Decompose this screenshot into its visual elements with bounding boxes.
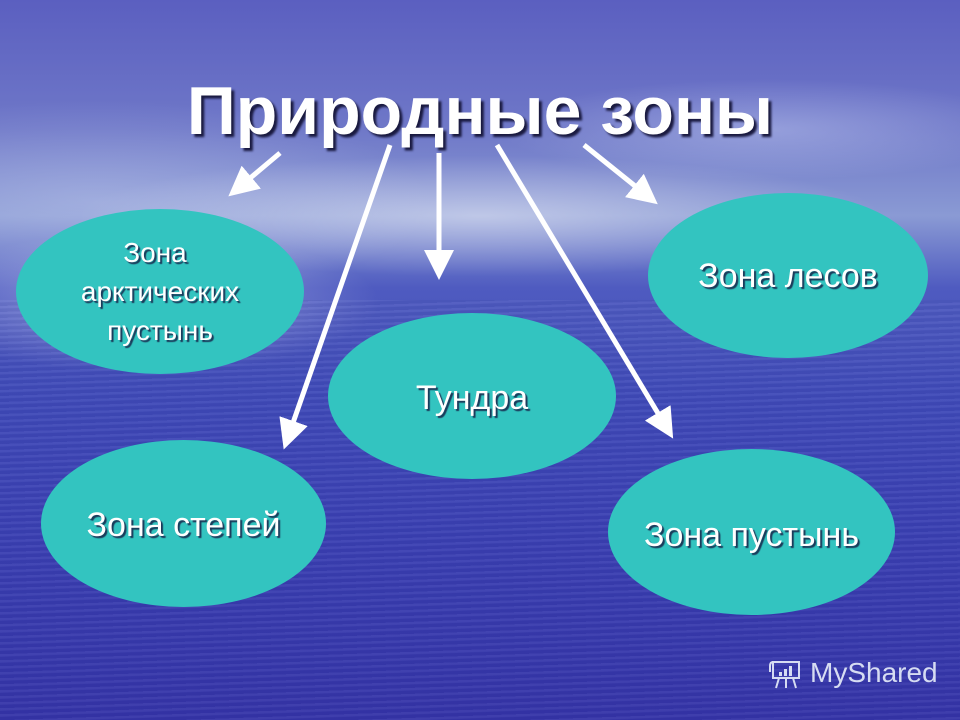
watermark-text: MyShared xyxy=(810,657,938,688)
presentation-board-icon xyxy=(769,661,800,689)
zone-arctic-line-3: пустынь xyxy=(107,315,213,347)
watermark: MyShared xyxy=(768,656,938,690)
zone-deserts-label: Зона пустынь xyxy=(643,515,860,554)
zone-tundra: Тундра xyxy=(328,313,616,479)
zone-tundra-label: Тундра xyxy=(415,379,529,417)
arrow-to-steppes xyxy=(279,144,393,450)
zone-deserts: Зона пустынь xyxy=(608,449,895,615)
zone-forests-label: Зона лесов xyxy=(698,257,878,295)
zone-steppes: Зона степей xyxy=(41,440,326,607)
zone-arctic-line-2: арктических xyxy=(80,275,240,307)
arrow-to-arctic xyxy=(228,151,282,197)
zone-steppes-label: Зона степей xyxy=(86,506,281,544)
zone-arctic-line-1: Зона xyxy=(123,236,187,268)
diagram-title: Природные зоны xyxy=(186,73,774,149)
arrow-to-forests xyxy=(582,143,658,205)
zone-forests: Зона лесов xyxy=(648,193,928,358)
zone-arctic-deserts: Зона арктических пустынь xyxy=(16,209,304,374)
arrow-to-deserts xyxy=(494,143,674,439)
